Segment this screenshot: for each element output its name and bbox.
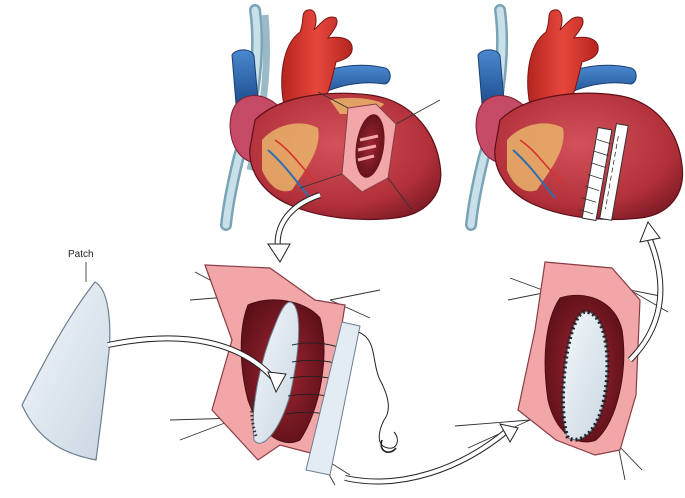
heart-with-repaired-patch — [465, 4, 684, 231]
patch-sewn-in-place — [454, 261, 669, 481]
patch-label: Patch — [68, 249, 94, 260]
aorta-2 — [527, 9, 599, 116]
repaired-closure-2 — [578, 123, 629, 222]
patch-graphic — [21, 262, 111, 461]
coronary-vessel-2 — [512, 149, 556, 199]
coronary-vessel-2b — [519, 139, 564, 186]
vena-cava-1 — [231, 49, 259, 105]
coronary-vessel-1b — [274, 139, 319, 186]
coronary-vessel-1 — [267, 149, 311, 199]
ventricular-opening-stay-sutures — [169, 264, 398, 486]
flow-arrows — [107, 192, 664, 485]
stay-sutures-1 — [299, 91, 441, 211]
aorta-1 — [281, 9, 353, 116]
vena-cava-2 — [477, 49, 505, 105]
heart-with-opening — [220, 4, 442, 231]
